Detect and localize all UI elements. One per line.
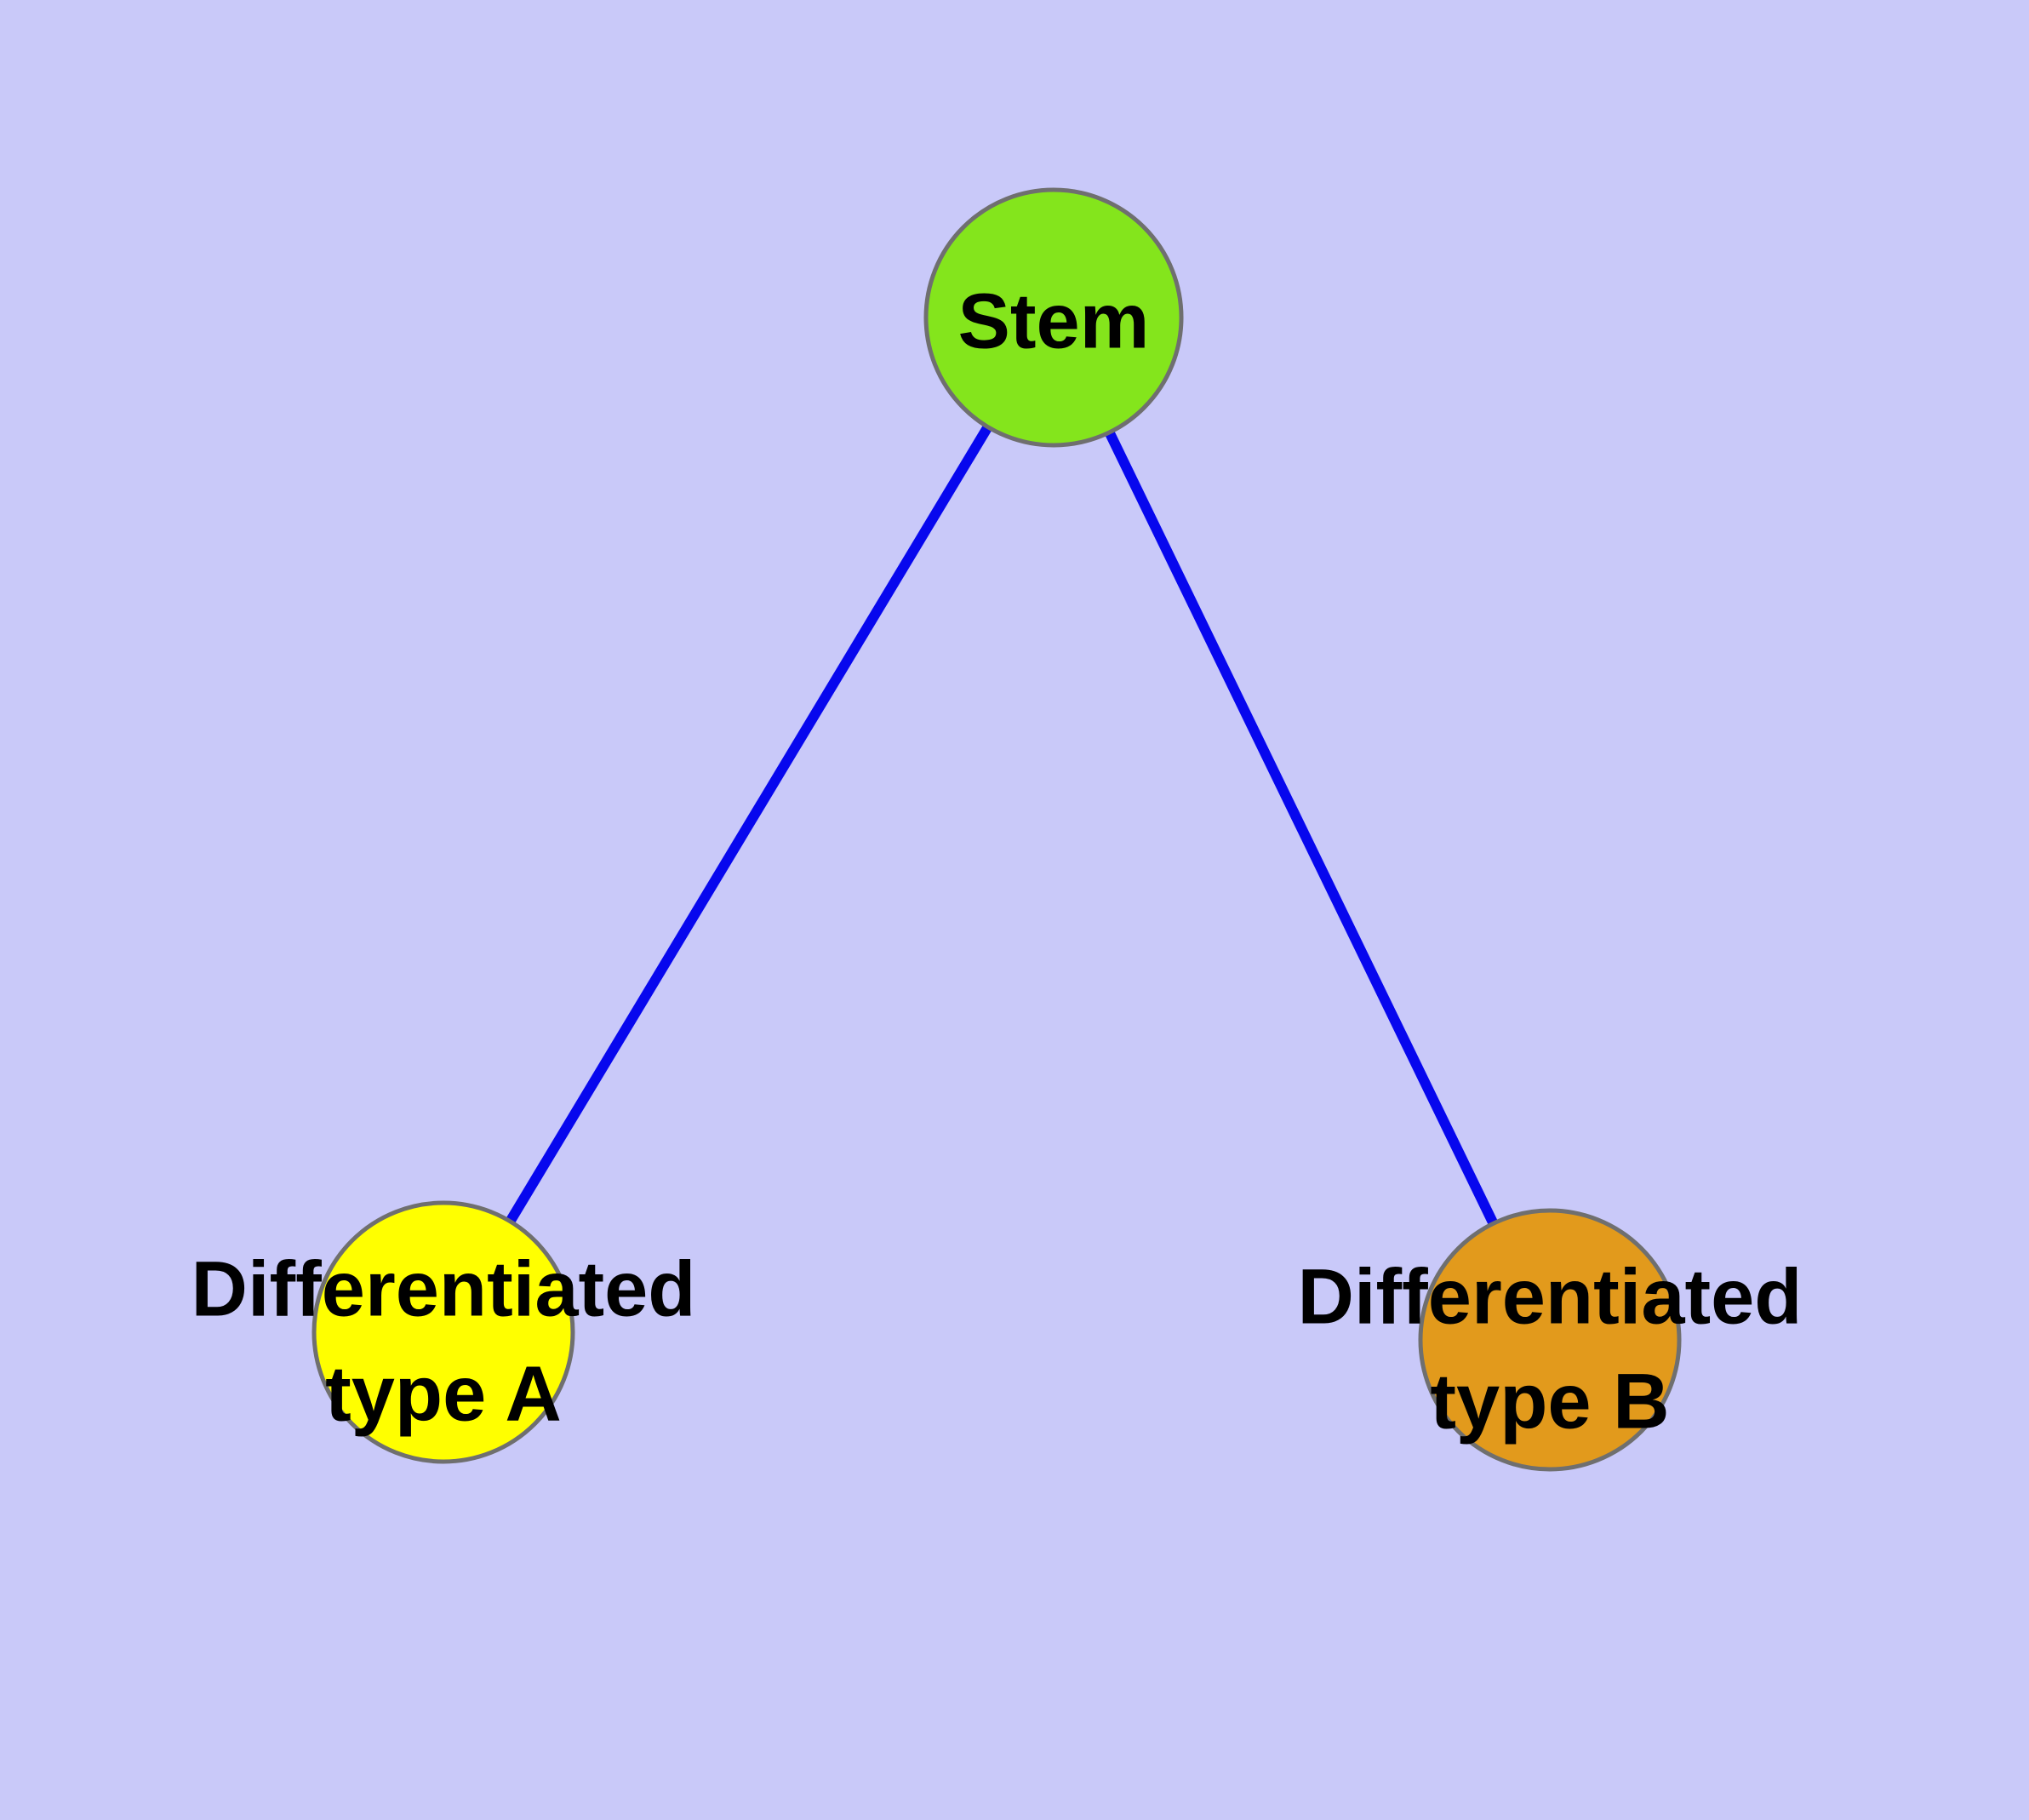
node-stem-circle — [923, 187, 1184, 448]
node-type-a-label: Differentiated type A — [191, 1238, 696, 1448]
node-type-a-circle — [311, 1200, 575, 1464]
node-type-b-label-line2: type B — [1430, 1359, 1670, 1445]
node-type-b-label: Differentiated type B — [1298, 1245, 1803, 1456]
edge-stem-to-type-a — [438, 314, 1059, 1336]
node-type-a-label-line2: type A — [325, 1351, 562, 1438]
node-stem-label: Stem — [958, 269, 1150, 374]
edge-stem-to-type-b — [1049, 315, 1555, 1342]
edge-group — [438, 314, 1555, 1342]
node-type-a-label-line1: Differentiated — [191, 1245, 696, 1333]
node-type-b-label-line1: Differentiated — [1297, 1253, 1803, 1341]
node-type-b-circle — [1418, 1208, 1682, 1472]
node-group — [311, 187, 1682, 1472]
node-stem-label-text: Stem — [957, 278, 1150, 365]
